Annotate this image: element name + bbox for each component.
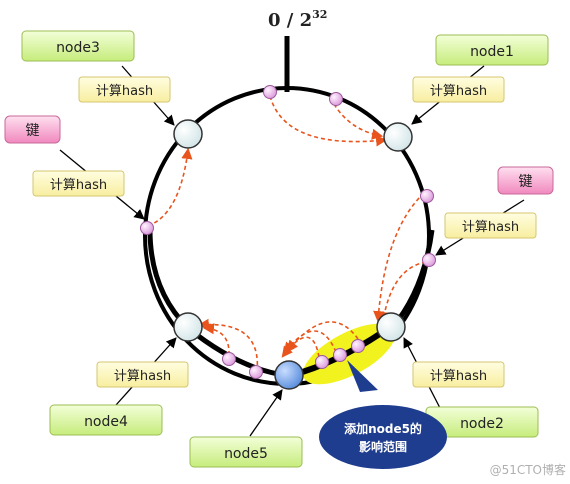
object-dot — [315, 355, 329, 369]
object-dot — [249, 365, 263, 379]
hash-label-node4: 计算hash — [114, 369, 171, 384]
arrow-obj1-to-node1 — [269, 95, 388, 147]
node-labels: node3 node1 node4 node5 node2 — [21, 30, 549, 468]
arrow-obj3-to-node2 — [373, 192, 425, 323]
zero-marker — [284, 36, 290, 92]
arrow-obj5-to-node3 — [147, 147, 193, 227]
object-dot — [422, 253, 436, 267]
watermark: @51CTO博客 — [490, 462, 566, 477]
hash-label-box — [412, 76, 505, 103]
hash-label-box — [412, 361, 505, 388]
ring-node-1 — [383, 122, 413, 152]
hash-label-box — [96, 361, 189, 388]
hash-label-node1: 计算hash — [430, 84, 487, 99]
node3-label: node3 — [56, 40, 100, 56]
callout-line1: 添加node5的 — [344, 421, 422, 436]
data-objects — [140, 85, 436, 379]
node4-label-box — [49, 404, 163, 436]
node5-label: node5 — [224, 446, 268, 462]
key-labels: 键 键 — [4, 115, 554, 195]
ring-arc-left — [147, 229, 190, 330]
arrow-obj2-to-node1 — [333, 103, 384, 140]
object-dot — [222, 352, 236, 366]
node5-label-box — [189, 436, 303, 468]
mapping-arrows — [147, 95, 427, 373]
object-dot — [351, 339, 365, 353]
ring-nodes — [173, 119, 413, 390]
arrow-obj10-to-node5 — [286, 321, 359, 352]
key-label-right: 键 — [519, 174, 533, 190]
callout-line2: 影响范围 — [359, 439, 407, 454]
callout: 添加node5的 影响范围 — [319, 360, 447, 469]
node1-label-box — [435, 34, 549, 66]
object-dot — [329, 92, 343, 106]
object-dot — [140, 221, 154, 235]
hash-label-node3: 计算hash — [96, 84, 153, 99]
ring-node-2 — [376, 312, 406, 342]
node4-label: node4 — [84, 414, 128, 430]
ring-arc-bottom — [186, 326, 291, 379]
ring-node-3 — [173, 119, 203, 149]
ring-arc-right — [390, 229, 435, 330]
hash-label-box — [32, 170, 125, 197]
node3-label-box — [21, 30, 135, 62]
key-label-box — [4, 115, 61, 144]
hash-label-key-right: 计算hash — [462, 220, 519, 235]
hash-label-key-left: 计算hash — [50, 178, 107, 193]
callout-bubble — [319, 405, 447, 469]
object-dot — [263, 85, 277, 99]
ring-node-4 — [173, 312, 203, 342]
hash-labels: 计算hash 计算hash 计算hash 计算hash 计算hash 计算has… — [32, 76, 537, 388]
hash-label-box — [444, 212, 537, 239]
object-dot — [420, 189, 434, 203]
node2-label: node2 — [460, 416, 504, 432]
ring-node-5 — [274, 360, 304, 390]
key-label-left: 键 — [26, 123, 40, 139]
arrow-obj7-to-node4 — [197, 318, 259, 373]
key-label-box — [497, 166, 554, 195]
object-dot — [333, 348, 347, 362]
node1-label: node1 — [470, 44, 514, 60]
hash-label-box — [78, 76, 171, 103]
ring-title: 0 / 232 — [268, 8, 327, 31]
hash-label-node2: 计算hash — [430, 369, 487, 384]
